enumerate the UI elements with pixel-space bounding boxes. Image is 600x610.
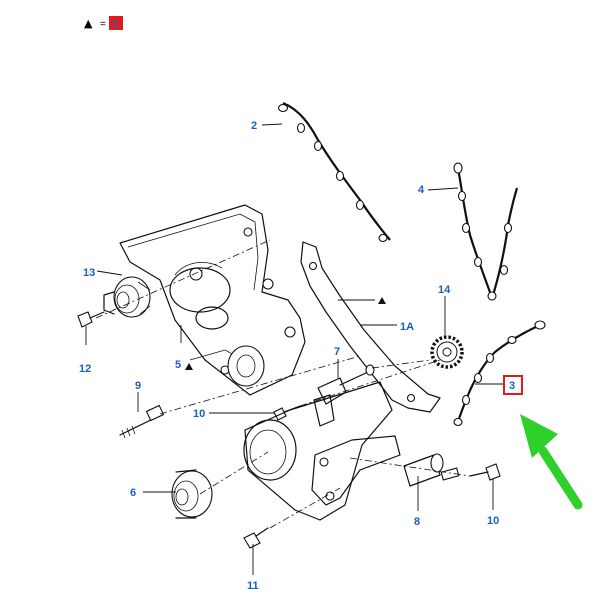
highlight-box [503, 375, 523, 395]
tensioner-part-7 [313, 364, 375, 427]
triangle-marker-icon [185, 363, 193, 370]
legend: ▲ = 1 [84, 16, 123, 30]
bolt-part-11 [243, 527, 269, 549]
callout-6: 6 [130, 487, 136, 499]
callout-13: 13 [83, 267, 95, 279]
pulley-part-13 [103, 276, 151, 318]
leader-lines [85, 123, 504, 575]
green-arrow-icon [520, 414, 583, 510]
callout-labels: 2 4 13 1A 14 12 5 7 9 10 3 6 8 10 11 [79, 120, 515, 592]
legend-red-box [109, 16, 123, 30]
callout-8: 8 [414, 516, 420, 528]
legend-box-label: 1 [113, 18, 119, 30]
callout-3: 3 [509, 380, 515, 392]
seal-part-6 [171, 469, 213, 519]
callout-14: 14 [438, 284, 451, 296]
callout-10-upper: 10 [193, 408, 205, 420]
spindle-part-8 [403, 453, 460, 487]
stud-part-9 [119, 404, 165, 439]
gasket-part-2 [277, 101, 391, 243]
triangle-markers [185, 297, 386, 370]
bolt-part-10-lower [469, 463, 501, 481]
triangle-marker-icon [378, 297, 386, 304]
callout-9: 9 [135, 380, 141, 392]
legend-triangle-symbol: ▲ [84, 17, 93, 30]
callout-10-lower: 10 [487, 515, 499, 527]
callout-2: 2 [251, 120, 257, 132]
callout-4: 4 [418, 184, 425, 196]
callout-1A: 1A [400, 321, 414, 333]
bolt-part-12 [77, 311, 105, 328]
sprocket-part-14 [430, 335, 464, 369]
alignment-centerlines [95, 239, 471, 529]
legend-equals: = [100, 19, 106, 30]
crank-seal-housing [243, 381, 393, 521]
timing-cover-part-1 [119, 204, 306, 396]
callout-12: 12 [79, 363, 91, 375]
lower-bracket [311, 435, 401, 506]
callout-5: 5 [175, 359, 181, 371]
bracket-part-1A [300, 241, 441, 413]
callout-7: 7 [334, 346, 340, 358]
gasket-part-4 [453, 162, 519, 301]
callout-11: 11 [247, 580, 259, 592]
gasket-part-3 [453, 320, 546, 427]
